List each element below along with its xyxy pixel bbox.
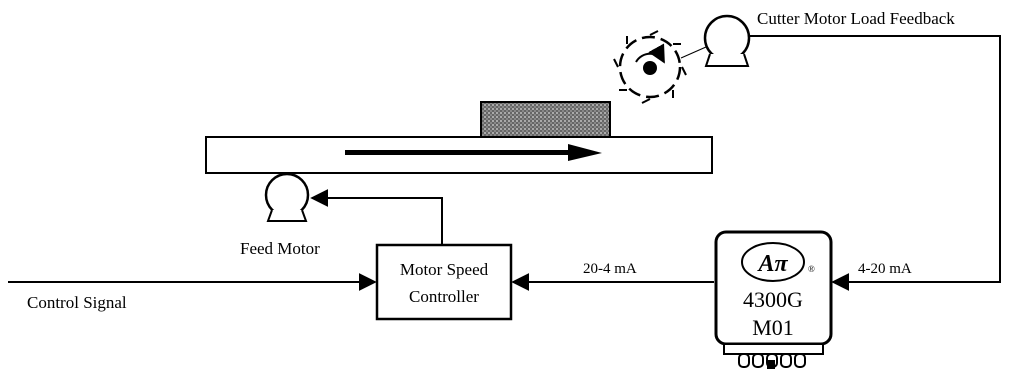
module-base [723,343,824,355]
motor-speed-controller [375,243,513,321]
controller-label-line1: Motor Speed [400,260,489,279]
control-signal-label: Control Signal [27,293,127,312]
signal-in-label: 4-20 mA [858,261,912,277]
cutter-motor [703,14,751,67]
module-model-line1: 4300G [743,287,803,312]
signal-out-label: 20-4 mA [583,261,637,277]
conveyor-direction-arrow [345,144,602,161]
feed-motor-wire [310,189,443,245]
cutter-wheel [613,30,687,104]
cutter-shaft-line [680,46,707,59]
feedback-wire [749,35,1001,291]
signal-module-4300g: Aπ ® 4300G M01 [714,230,833,369]
module-connector-pins [738,353,806,369]
feed-motor-label: Feed Motor [240,239,320,258]
workpiece [480,101,611,138]
module-logo-icon [741,242,805,282]
cutter-feedback-label: Cutter Motor Load Feedback [757,9,955,28]
feed-motor [264,172,310,222]
module-logo-text: Aπ [756,251,788,277]
controller-label-line2: Controller [409,287,479,306]
module-model-line2: M01 [752,315,794,340]
conveyor-bed [205,136,713,174]
module-registered-mark: ® [808,264,815,274]
